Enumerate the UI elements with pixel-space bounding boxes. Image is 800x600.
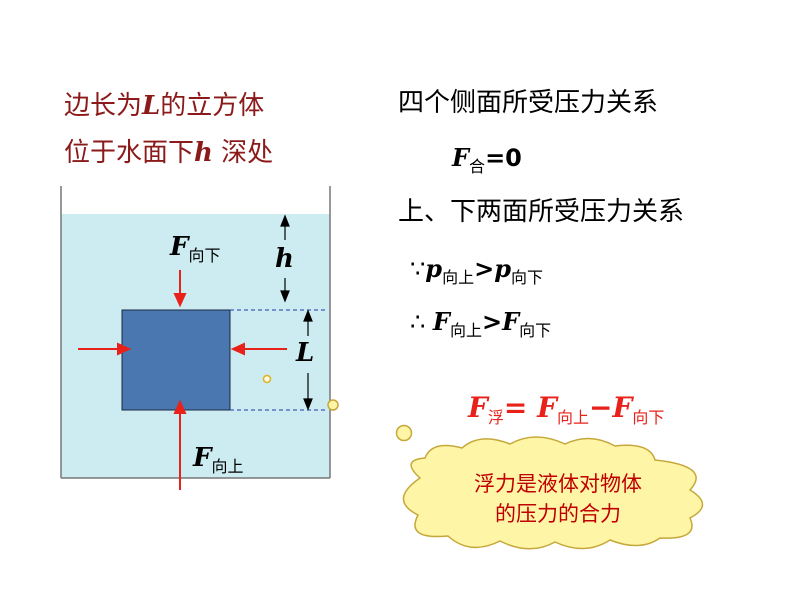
because-symbol: ∵ (410, 255, 426, 283)
gt-symbol-2: > (481, 308, 503, 336)
pressure-relation: ∵p向上>p向下 (410, 257, 543, 290)
f-down-symbol: F (170, 232, 189, 262)
title-line-2: 位于水面下h 深处 (64, 140, 273, 166)
title-text-a: 边长为 (64, 91, 143, 121)
label-h: h (275, 244, 294, 274)
cloud-text: 浮力是液体对物体 的压力的合力 (440, 469, 676, 529)
heading-side-faces: 四个侧面所受压力关系 (398, 88, 659, 118)
bubble-large (395, 424, 413, 442)
l-dimension (303, 309, 313, 411)
heading-top-bottom-faces: 上、下两面所受压力关系 (398, 197, 685, 227)
therefore-symbol: ∴ (410, 308, 433, 336)
title-text-c: 位于水面下 (64, 138, 195, 168)
thought-cloud (402, 436, 704, 550)
cube (121, 309, 231, 411)
arrow-up-force (173, 399, 187, 490)
f-up-subscript-2: 向上 (449, 321, 482, 340)
h-dimension (280, 214, 290, 303)
minus-symbol: − (589, 391, 613, 424)
f-up-symbol-2: F (432, 307, 450, 336)
gt-symbol-1: > (474, 255, 495, 283)
net-side-force: F合=0 (452, 146, 522, 179)
p-up-symbol: p (425, 254, 443, 283)
bubble-small (262, 374, 272, 384)
arrow-down-force (173, 270, 187, 308)
arrow-left-force (78, 342, 132, 356)
l-symbol: L (296, 338, 315, 368)
force-relation: ∴ F向上>F向下 (410, 310, 551, 343)
bubble-medium (327, 399, 339, 411)
label-f-down: F向下 (170, 232, 220, 266)
f-up-subscript: 向上 (211, 457, 244, 476)
f-down-symbol-2: F (502, 307, 520, 336)
title-line-1: 边长为L的立方体 (64, 93, 264, 119)
formula-f-down-subscript: 向下 (632, 408, 665, 427)
f-he-value: =0 (485, 144, 522, 172)
title-text-d: 深处 (212, 138, 274, 168)
title-text-b: 的立方体 (160, 91, 265, 121)
f-up-symbol: F (193, 443, 212, 473)
f-buoy-symbol: F (468, 391, 488, 424)
label-l: L (296, 338, 314, 368)
formula-f-down-symbol: F (612, 391, 633, 424)
formula-f-up-symbol: F (537, 391, 558, 424)
label-f-up: F向上 (193, 443, 243, 477)
f-buoy-subscript: 浮 (487, 408, 504, 427)
f-he-symbol: F (452, 143, 470, 172)
formula-f-up-subscript: 向上 (557, 408, 590, 427)
cloud-line-1: 浮力是液体对物体 (474, 472, 642, 496)
title-var-h: h (194, 138, 213, 168)
p-down-symbol: p (494, 254, 511, 283)
arrow-right-force (230, 342, 287, 356)
h-symbol: h (275, 244, 294, 274)
f-down-subscript: 向下 (188, 246, 221, 265)
f-down-subscript-2: 向下 (519, 321, 552, 340)
p-up-subscript: 向上 (442, 268, 475, 287)
equals-symbol: = (503, 391, 538, 424)
f-he-subscript: 合 (469, 157, 486, 176)
p-down-subscript: 向下 (510, 268, 543, 287)
title-var-l: L (142, 91, 161, 121)
cloud-line-2: 的压力的合力 (495, 502, 621, 526)
buoyancy-formula: F浮= F向上−F向下 (468, 394, 664, 432)
